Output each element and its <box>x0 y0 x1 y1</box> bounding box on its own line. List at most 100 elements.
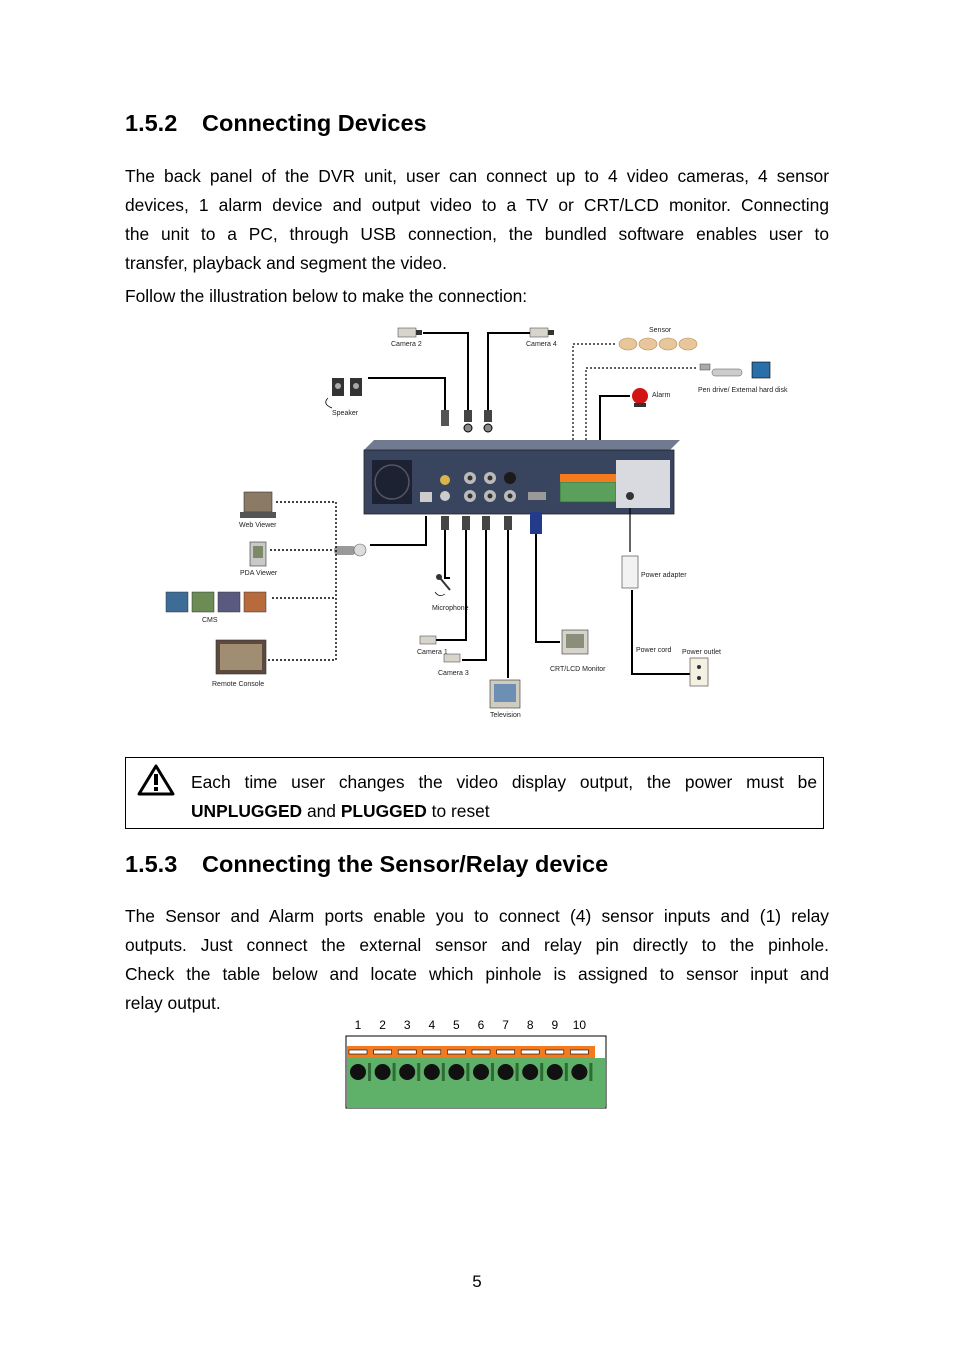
speaker-icon <box>325 378 362 409</box>
dvr-unit <box>363 440 680 515</box>
laptop-icon <box>240 491 276 518</box>
camera-4-label: Camera 4 <box>526 341 557 348</box>
camera-3-label: Camera 3 <box>438 670 469 677</box>
pin-divider <box>441 1063 445 1081</box>
web-viewer-label: Web Viewer <box>239 522 277 529</box>
remote-console-icon <box>215 639 267 675</box>
camera-3-icon <box>443 653 461 663</box>
section-number: 1.5.2 <box>125 110 178 136</box>
unplugged-emphasis: UNPLUGGED <box>191 801 303 821</box>
pin-hole <box>399 1064 416 1080</box>
pen-drive-label: Pen drive/ External hard disk <box>698 387 788 394</box>
pin-slot <box>471 1049 491 1055</box>
pin-number-label: 4 <box>428 1018 435 1032</box>
camera-1-icon <box>419 635 437 645</box>
pin-hole <box>497 1064 514 1080</box>
pin-hole <box>571 1064 588 1080</box>
pin-number-label: 2 <box>379 1018 386 1032</box>
pin-divider <box>589 1063 593 1081</box>
pin-divider <box>515 1063 519 1081</box>
intro-paragraph: The back panel of the DVR unit, user can… <box>125 162 829 278</box>
paragraph-line: The back panel of the DVR unit, user can… <box>125 166 829 186</box>
pda-icon <box>249 541 267 567</box>
pin-slot <box>348 1049 368 1055</box>
pin-divider <box>417 1063 421 1081</box>
page-number: 5 <box>472 1272 482 1291</box>
camera-2-label: Camera 2 <box>391 341 422 348</box>
usb-hub-icon <box>334 543 367 557</box>
pin-slot <box>447 1049 466 1055</box>
power-adapter-label: Power adapter <box>641 572 687 579</box>
alarm-icon <box>632 388 648 407</box>
section-number: 1.5.3 <box>125 851 178 877</box>
microphone-icon <box>434 574 451 596</box>
pin-divider <box>368 1063 371 1081</box>
pin-number-label: 7 <box>502 1018 509 1032</box>
pin-hole <box>448 1064 465 1080</box>
paragraph-line: outputs. Just connect the external senso… <box>125 935 829 955</box>
cms-label: CMS <box>202 617 218 624</box>
sensor-paragraph: The Sensor and Alarm ports enable you to… <box>125 902 829 1018</box>
pin-slot <box>422 1049 442 1055</box>
camera-1-label: Camera 1 <box>417 649 448 656</box>
pin-hole <box>546 1064 563 1080</box>
camera-4-icon <box>529 327 554 338</box>
paragraph-line: relay output. <box>125 993 221 1013</box>
pin-number-label: 1 <box>355 1018 362 1032</box>
pin-number-label: 5 <box>453 1018 460 1032</box>
pin-hole <box>350 1064 366 1080</box>
section-heading-1-5-3: 1.5.3 Connecting the Sensor/Relay device <box>125 851 608 878</box>
pin-divider <box>491 1063 494 1081</box>
pen-drive-icon <box>699 361 771 379</box>
camera-2-icon <box>397 327 422 338</box>
connection-diagram: Camera 2 Camera 4 Speaker Sensor Pen dri… <box>165 327 788 719</box>
section-title: Connecting Devices <box>202 110 427 136</box>
warning-and: and <box>302 801 341 821</box>
section-heading-1-5-2: 1.5.2 Connecting Devices <box>125 110 427 137</box>
warning-box: Each time user changes the video display… <box>125 757 824 829</box>
pin-divider <box>466 1063 470 1081</box>
paragraph-line: The Sensor and Alarm ports enable you to… <box>125 906 829 926</box>
power-outlet-label: Power outlet <box>682 649 721 656</box>
television-label: Television <box>490 712 521 719</box>
pin-slot <box>570 1049 589 1055</box>
pin-slot <box>520 1049 540 1055</box>
pin-hole <box>522 1064 539 1080</box>
section-title: Connecting the Sensor/Relay device <box>202 851 609 877</box>
crt-lcd-monitor-icon <box>561 629 589 655</box>
power-adapter-icon <box>621 555 639 589</box>
pin-hole <box>374 1064 391 1080</box>
pin-slot <box>373 1049 392 1055</box>
pin-number-label: 3 <box>404 1018 411 1032</box>
pin-hole <box>473 1064 489 1080</box>
pin-number-label: 8 <box>527 1018 534 1032</box>
cms-monitors-icon <box>165 591 267 613</box>
warning-text: Each time user changes the video display… <box>191 768 817 826</box>
plugged-emphasis: PLUGGED <box>340 801 427 821</box>
terminal-top-strip <box>347 1046 595 1058</box>
pin-hole <box>423 1064 440 1080</box>
power-outlet-icon <box>689 657 709 687</box>
microphone-label: Microphone <box>432 605 469 612</box>
television-icon <box>489 679 521 709</box>
paragraph-line: devices, 1 alarm device and output video… <box>125 195 829 215</box>
follow-text: Follow the illustration below to make th… <box>125 286 528 306</box>
power-cord-label: Power cord <box>636 647 672 654</box>
pin-number-label: 10 <box>573 1018 587 1032</box>
pin-divider <box>540 1063 544 1081</box>
paragraph-line: the unit to a PC, through USB connection… <box>125 224 829 244</box>
sensor-label: Sensor <box>649 327 672 334</box>
pin-slot <box>545 1049 565 1055</box>
pin-slot <box>397 1049 417 1055</box>
pin-divider <box>392 1063 396 1081</box>
warning-icon <box>137 764 175 796</box>
alarm-label: Alarm <box>652 392 670 399</box>
pin-number-label: 6 <box>478 1018 485 1032</box>
crt-lcd-label: CRT/LCD Monitor <box>550 666 606 673</box>
pin-slot <box>496 1049 515 1055</box>
pda-viewer-label: PDA Viewer <box>240 570 278 577</box>
paragraph-line: Check the table below and locate which p… <box>125 964 829 984</box>
pin-divider <box>564 1063 568 1081</box>
warning-line-1: Each time user changes the video display… <box>191 772 817 792</box>
